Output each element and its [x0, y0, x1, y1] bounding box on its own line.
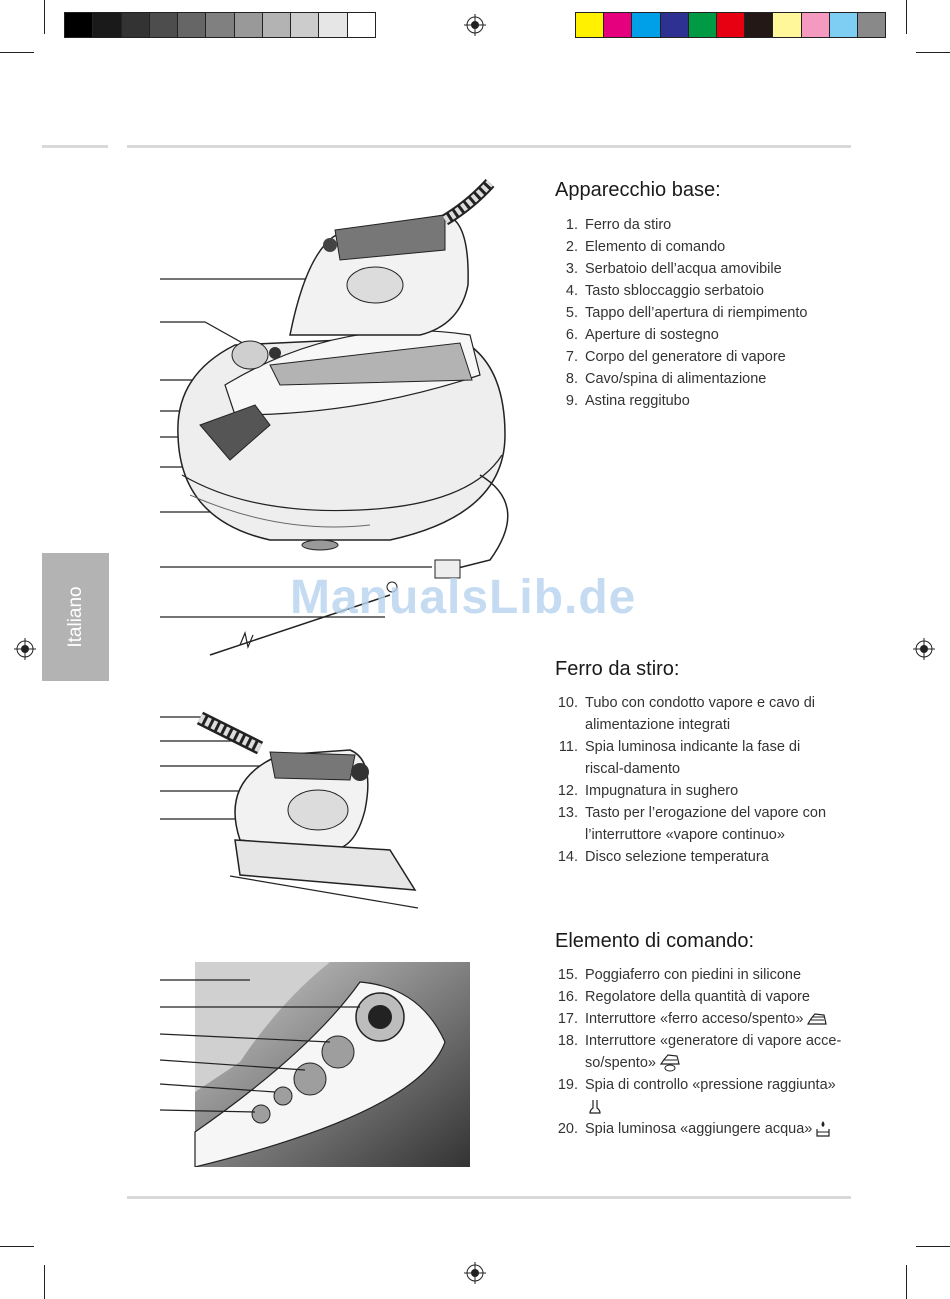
color-swatch [205, 13, 234, 37]
water-icon [816, 1121, 830, 1137]
color-swatch [318, 13, 347, 37]
list-item: 8.Cavo/spina di alimentazione [565, 371, 767, 387]
list-item: 14.Disco selezione temperatura [557, 849, 769, 865]
color-swatch [715, 13, 745, 37]
list-item: 3.Serbatoio dell’acqua amovibile [565, 261, 782, 277]
iron-illustration [160, 711, 419, 909]
color-swatch [744, 13, 773, 37]
list-control-parts: 15.Poggiaferro con piedini in silicone 1… [555, 964, 843, 1140]
list-iron-parts: 10.Tubo con condotto vapore e cavo di al… [555, 692, 840, 868]
list-item: 5.Tappo dell’apertura di riempimento [565, 305, 808, 321]
color-swatch [65, 13, 93, 37]
list-item: 6.Aperture di sostegno [565, 327, 719, 343]
color-swatch [290, 13, 319, 37]
color-swatch [92, 13, 121, 37]
color-swatch [659, 13, 688, 37]
list-item: 17.Interruttore «ferro acceso/spento» [555, 1008, 843, 1030]
color-swatch [148, 13, 178, 37]
color-swatch [828, 13, 857, 37]
list-item: 2.Elemento di comando [565, 239, 726, 255]
color-swatch [177, 13, 206, 37]
list-item: 1.Ferro da stiro [565, 217, 672, 233]
control-panel-illustration [160, 962, 470, 1167]
list-item: 12.Impugnatura in sughero [557, 783, 739, 799]
list-item: 7.Corpo del generatore di vapore [565, 349, 786, 365]
gray-scale-bar [64, 12, 376, 38]
registration-mark-top-icon [464, 14, 486, 36]
list-base-parts: 1.Ferro da stiro 2.Elemento di comando 3… [555, 214, 855, 412]
list-item: 19.Spia di controllo «pressione raggiunt… [555, 1074, 843, 1118]
list-item: 10.Tubo con condotto vapore e cavo di al… [557, 695, 816, 733]
base-appliance-illustration [160, 178, 509, 656]
color-swatch [687, 13, 716, 37]
list-item: 4.Tasto sbloccaggio serbatoio [565, 283, 764, 299]
list-item: 11.Spia luminosa indicante la fase di ri… [558, 739, 801, 777]
color-swatch [261, 13, 291, 37]
registration-mark-right-icon [913, 638, 935, 660]
section-title-base: Apparecchio base: [555, 179, 721, 201]
color-swatch [233, 13, 262, 37]
list-item: 9.Astina reggitubo [565, 393, 690, 409]
language-tab-label: Italiano [64, 586, 86, 648]
color-swatch [603, 13, 632, 37]
color-scale-bar [575, 12, 886, 38]
color-swatch [120, 13, 149, 37]
list-item: 18.Interruttore «generatore di vapore ac… [557, 1033, 842, 1072]
color-swatch [346, 13, 375, 37]
color-swatch [631, 13, 660, 37]
color-swatch [772, 13, 801, 37]
footer-rule [127, 1196, 851, 1199]
language-tab: Italiano [42, 553, 109, 681]
pressure-icon [589, 1100, 601, 1114]
steam-generator-icon [659, 1054, 680, 1072]
header-rule [127, 145, 851, 148]
color-swatch [856, 13, 886, 37]
header-rule-left [42, 145, 108, 148]
section-title-control: Elemento di comando: [555, 930, 755, 952]
registration-mark-bottom-icon [464, 1262, 486, 1284]
iron-icon [807, 1013, 828, 1025]
color-swatch [800, 13, 829, 37]
list-item: 15.Poggiaferro con piedini in silicone [557, 967, 802, 983]
list-item: 20.Spia luminosa «aggiungere acqua» [555, 1118, 843, 1140]
section-title-iron: Ferro da stiro: [555, 658, 680, 680]
list-item: 16.Regolatore della quantità di vapore [557, 989, 810, 1005]
list-item: 13.Tasto per l’erogazione del vapore con… [557, 805, 827, 843]
watermark: ManualsLib.de [290, 571, 637, 624]
registration-mark-left-icon [14, 638, 36, 660]
color-swatch [576, 13, 604, 37]
